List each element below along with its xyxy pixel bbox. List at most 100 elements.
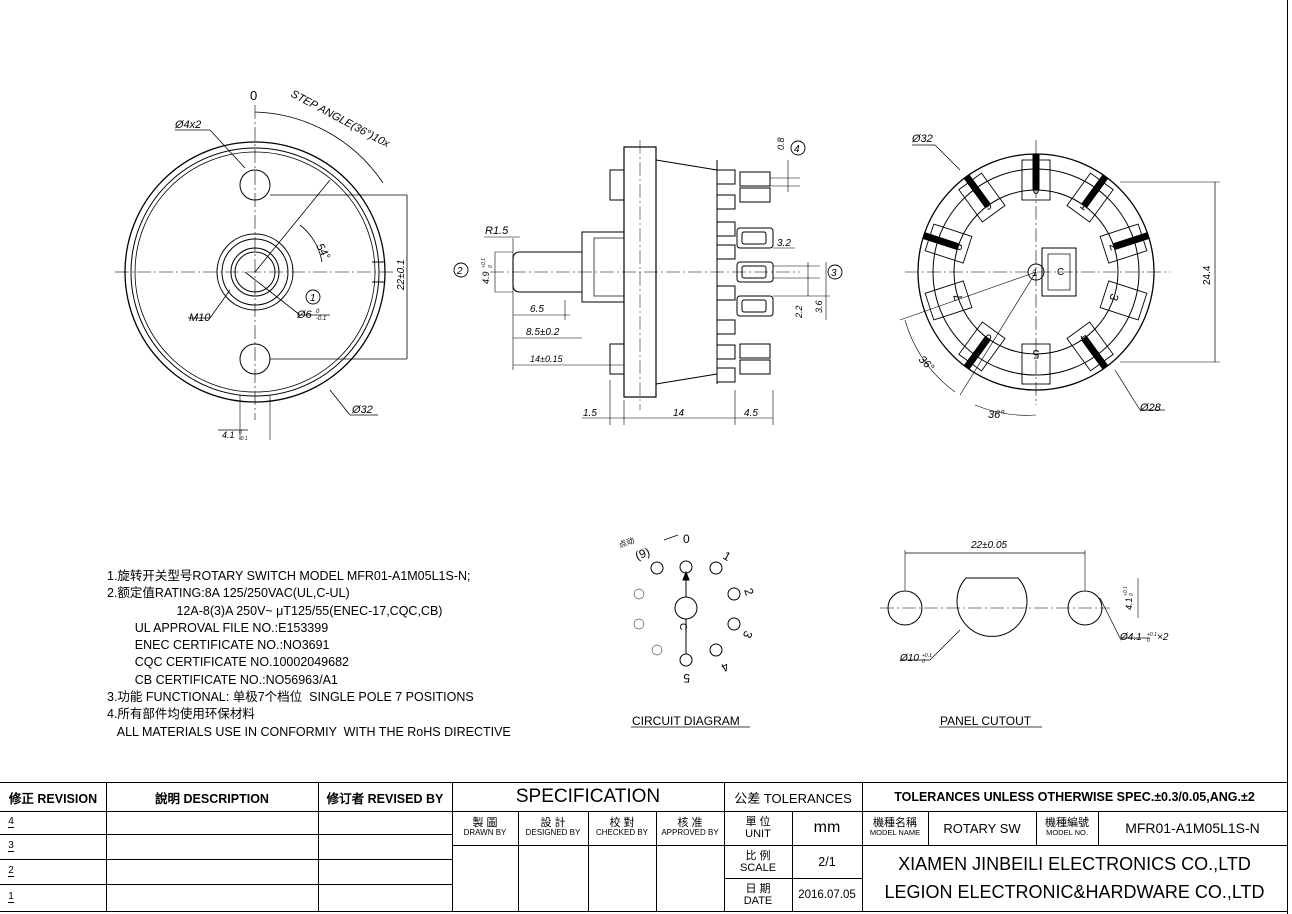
model-name-cn: 機種名稱 xyxy=(873,817,917,829)
cutout-width-label: 22±0.05 xyxy=(970,540,1008,551)
note-line: 12A-8(3)A 250V~ μT125/55(ENEC-17,CQC,CB) xyxy=(107,603,443,618)
side-dim-6-5: 6.5 xyxy=(530,304,544,315)
rev-mark-text: 4 xyxy=(8,816,14,828)
note-line: ENEC CERTIFICATE NO.:NO3691 xyxy=(107,638,330,653)
approved-by-header: 核 准 APPROVED BY xyxy=(656,811,724,845)
side-dim-0-8: 0.8 xyxy=(776,137,786,150)
cutout-hole-tol-bot: 0 xyxy=(1147,638,1150,644)
drawn-by-cn: 製 圖 xyxy=(472,817,498,829)
shaft-tol-bot: -0.1 xyxy=(316,316,326,322)
rev-mark-text: 2 xyxy=(8,865,14,877)
cutout-flat-tol-top: +0.1 xyxy=(1123,586,1129,596)
cutout-hole-tol-top: +0.1 xyxy=(1147,632,1157,638)
front-width-tol-bot: -0.1 xyxy=(239,436,248,442)
side-dim-4-5: 4.5 xyxy=(744,408,758,419)
notes-block: 1.旋转开关型号ROTARY SWITCH MODEL MFR01-A1M05L… xyxy=(107,568,511,741)
side-dim-14: 14 xyxy=(673,408,685,419)
side-shaft-h-tol-top: +0.1 xyxy=(481,258,487,268)
rear-angle-1: 36° xyxy=(916,354,937,375)
side-radius-label: R1.5 xyxy=(485,225,509,237)
scale-header: 比 例 SCALE xyxy=(724,845,792,878)
rear-terminal xyxy=(1021,343,1051,385)
model-no-cn: 機種編號 xyxy=(1045,817,1089,829)
note-line: CQC CERTIFICATE NO.10002049682 xyxy=(107,655,349,670)
scale-value: 2/1 xyxy=(818,854,836,869)
model-name-en: MODEL NAME xyxy=(869,828,921,837)
drawn-by-header: 製 圖 DRAWN BY xyxy=(452,811,518,845)
front-width-label: 4.1 xyxy=(222,430,235,440)
unit-value: mm xyxy=(813,819,841,836)
rear-center-label: C xyxy=(1057,267,1064,278)
cutout-title: PANEL CUTOUT xyxy=(940,714,1032,728)
circuit-pos-3: 3 xyxy=(740,629,756,640)
circuit-pos-5: 5 xyxy=(683,671,690,685)
rev-mark-text: 3 xyxy=(8,840,14,852)
designed-by-en: DESIGNED BY xyxy=(525,828,581,837)
model-no-header: 機種編號 MODEL NO. xyxy=(1036,811,1098,845)
rear-position-label: 7 xyxy=(950,292,965,303)
cutout-center-tol-bot: 0 xyxy=(922,659,925,665)
rear-terminals xyxy=(922,153,1150,385)
date-en: DATE xyxy=(743,894,773,907)
circuit-pos-1: 1 xyxy=(721,548,734,564)
panel-cutout xyxy=(880,550,1150,728)
side-marker-2: 2 xyxy=(456,266,463,277)
scale-cn: 比 例 xyxy=(745,849,771,862)
rear-terminal-blade xyxy=(922,232,960,251)
circuit-pos-2: 2 xyxy=(741,586,757,597)
checked-by-cn: 校 對 xyxy=(609,817,635,829)
side-dim-3-2: 3.2 xyxy=(777,238,791,249)
front-zero-label: 0 xyxy=(250,88,257,103)
date-cn: 日 期 xyxy=(745,882,771,895)
side-dim-3-6: 3.6 xyxy=(814,300,824,313)
date-value: 2016.07.05 xyxy=(798,888,856,901)
checked-by-header: 校 對 CHECKED BY xyxy=(588,811,656,845)
unit-cn: 單 位 xyxy=(745,816,771,828)
cutout-flat-label: 4.1 xyxy=(1124,597,1134,610)
rear-position-label: 8 xyxy=(950,241,965,252)
rear-angle-2: 36° xyxy=(988,409,1005,421)
sheet-border xyxy=(1287,0,1288,914)
note-line: 2.额定值RATING:8A 125/250VAC(UL,C-UL) xyxy=(107,586,350,601)
step-angle-label: STEP ANGLE(36°)10x xyxy=(289,88,392,150)
rear-position-label: 6 xyxy=(981,331,995,346)
circuit-title: CIRCUIT DIAGRAM xyxy=(632,714,740,728)
shaft-tol-top: 0 xyxy=(316,309,320,315)
tolerances-header: 公差 TOLERANCES xyxy=(734,790,852,806)
rev-mark-2: 2 xyxy=(0,859,22,884)
note-line: CB CERTIFICATE NO.:NO56963/A1 xyxy=(107,672,338,687)
approved-by-en: APPROVED BY xyxy=(661,828,719,837)
circuit-pos-0: 0 xyxy=(683,532,690,546)
unit-en: UNIT xyxy=(745,828,771,840)
title-block: 修正 REVISION 說明 DESCRIPTION 修订者 REVISED B… xyxy=(0,782,1287,912)
rev-mark-3: 3 xyxy=(0,834,22,859)
side-dim-8-5: 8.5±0.2 xyxy=(526,327,560,338)
front-diameter-label: Ø32 xyxy=(351,404,373,416)
circuit-pos-4: 4 xyxy=(718,659,731,675)
rear-terminal-blade xyxy=(1112,232,1150,251)
revision-header: 修正 REVISION xyxy=(8,791,98,806)
approved-by-cn: 核 准 xyxy=(677,817,703,829)
side-marker-3: 3 xyxy=(831,268,837,279)
cutout-center-tol-top: +0.1 xyxy=(922,653,932,659)
rear-terminal xyxy=(1099,280,1148,321)
side-dim-1-5: 1.5 xyxy=(583,408,597,419)
rear-position-label: 2 xyxy=(1106,241,1121,252)
circuit-center-label: C xyxy=(677,623,688,630)
side-dim-14a: 14±0.15 xyxy=(530,354,563,364)
description-header: 說明 DESCRIPTION xyxy=(155,791,269,806)
rear-position-label: 0 xyxy=(1033,183,1040,197)
note-line: 3.功能 FUNCTIONAL: 单极7个档位 SINGLE POLE 7 PO… xyxy=(107,690,474,705)
shaft-label: Ø6 xyxy=(296,309,313,321)
cutout-flat-tol-bot: 0 xyxy=(1129,593,1135,596)
note-line: UL APPROVAL FILE NO.:E153399 xyxy=(107,620,329,635)
side-marker-4: 4 xyxy=(794,144,800,155)
rear-terminal-blade xyxy=(963,335,991,370)
rev-mark-text: 1 xyxy=(8,891,14,903)
model-no-en: MODEL NO. xyxy=(1046,828,1088,837)
rev-mark-4: 4 xyxy=(0,811,22,834)
scale-en: SCALE xyxy=(739,861,777,874)
model-no-value: MFR01-A1M05L1S-N xyxy=(1125,820,1260,836)
tolerance-spec: TOLERANCES UNLESS OTHERWISE SPEC.±0.3/0.… xyxy=(894,790,1255,804)
